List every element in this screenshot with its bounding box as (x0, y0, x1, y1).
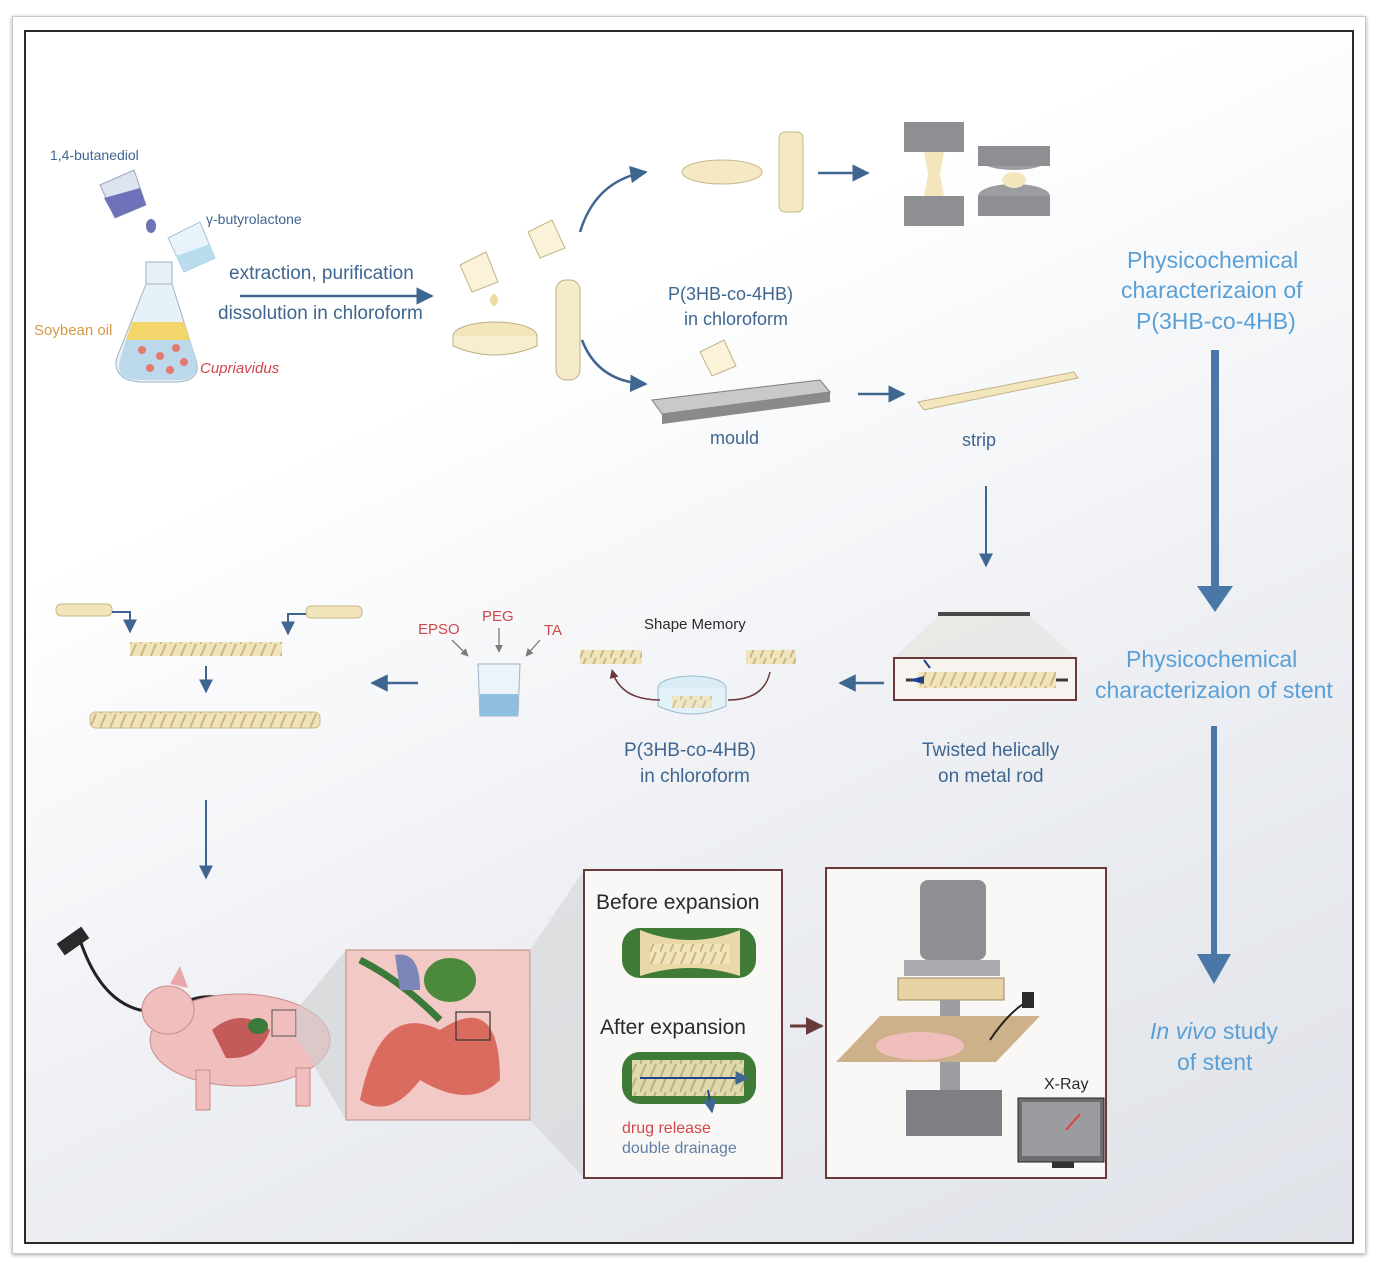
soybean-oil-label: Soybean oil (34, 322, 113, 339)
cylinder-sample (778, 131, 804, 213)
strip-label: strip (962, 430, 997, 450)
stage-1-line-3: P(3HB-co-4HB) (1136, 308, 1296, 334)
after-expansion-label: After expansion (600, 1016, 746, 1039)
stent-zoom-panel (530, 869, 783, 1179)
dissolution-label: dissolution in chloroform (218, 303, 423, 324)
mould (651, 339, 831, 424)
study-text: study (1222, 1018, 1278, 1044)
mould-label: mould (710, 428, 760, 448)
polymer-strip (917, 371, 1079, 411)
butyrolactone-label: γ-butyrolactone (206, 211, 302, 227)
butyrolactone-beaker (167, 221, 216, 273)
test-tube (527, 219, 581, 381)
pig (141, 966, 331, 1111)
branch-arrow-up (578, 165, 648, 233)
twisted-label-b: on metal rod (938, 766, 1044, 787)
additive-beaker (451, 628, 541, 717)
before-expansion-label: Before expansion (596, 891, 760, 914)
side-arrow-1 (1197, 350, 1233, 612)
stage-2-line-1: Physicochemical (1126, 646, 1298, 672)
solution-label-a: P(3HB-co-4HB) (668, 284, 794, 304)
butanediol-label: 1,4-butanediol (50, 147, 139, 163)
tensile-tester (904, 122, 964, 226)
cupriavidus-label: Cupriavidus (200, 360, 280, 377)
ta-label: TA (544, 622, 563, 639)
in-vivo-text: In vivo (1150, 1018, 1217, 1044)
culture-flask (115, 261, 198, 383)
solution-label-b: in chloroform (684, 309, 789, 329)
coating-label-b: in chloroform (640, 766, 750, 787)
xray-label: X-Ray (1044, 1076, 1089, 1093)
petri-dish (452, 251, 538, 356)
epso-label: EPSO (418, 621, 460, 638)
coating-label-a: P(3HB-co-4HB) (624, 740, 756, 761)
drug-release-label: drug release (622, 1120, 711, 1137)
peg-label: PEG (482, 608, 514, 625)
side-arrow-2 (1197, 726, 1231, 984)
compression-tester (978, 146, 1050, 216)
film-disc (681, 159, 763, 185)
stage-3-line-2: of stent (1177, 1049, 1253, 1075)
double-drainage-label: double drainage (622, 1140, 737, 1157)
stage-1-line-2: characterizaion of (1121, 277, 1303, 303)
twisted-label-a: Twisted helically (922, 740, 1060, 761)
xray-panel (825, 867, 1107, 1179)
stage-3-line-1: In vivo study (1150, 1018, 1278, 1046)
butanediol-beaker (99, 169, 156, 233)
branch-arrow-down (580, 339, 648, 393)
twisting-rod-box (893, 612, 1077, 701)
extraction-label: extraction, purification (229, 263, 414, 284)
anatomy-zoom (296, 949, 531, 1121)
stage-1-line-1: Physicochemical (1127, 247, 1299, 273)
shape-memory-dish (580, 650, 796, 715)
stent-assembly (55, 603, 363, 729)
shape-memory-label: Shape Memory (644, 616, 746, 633)
stage-2-line-2: characterizaion of stent (1095, 677, 1333, 703)
